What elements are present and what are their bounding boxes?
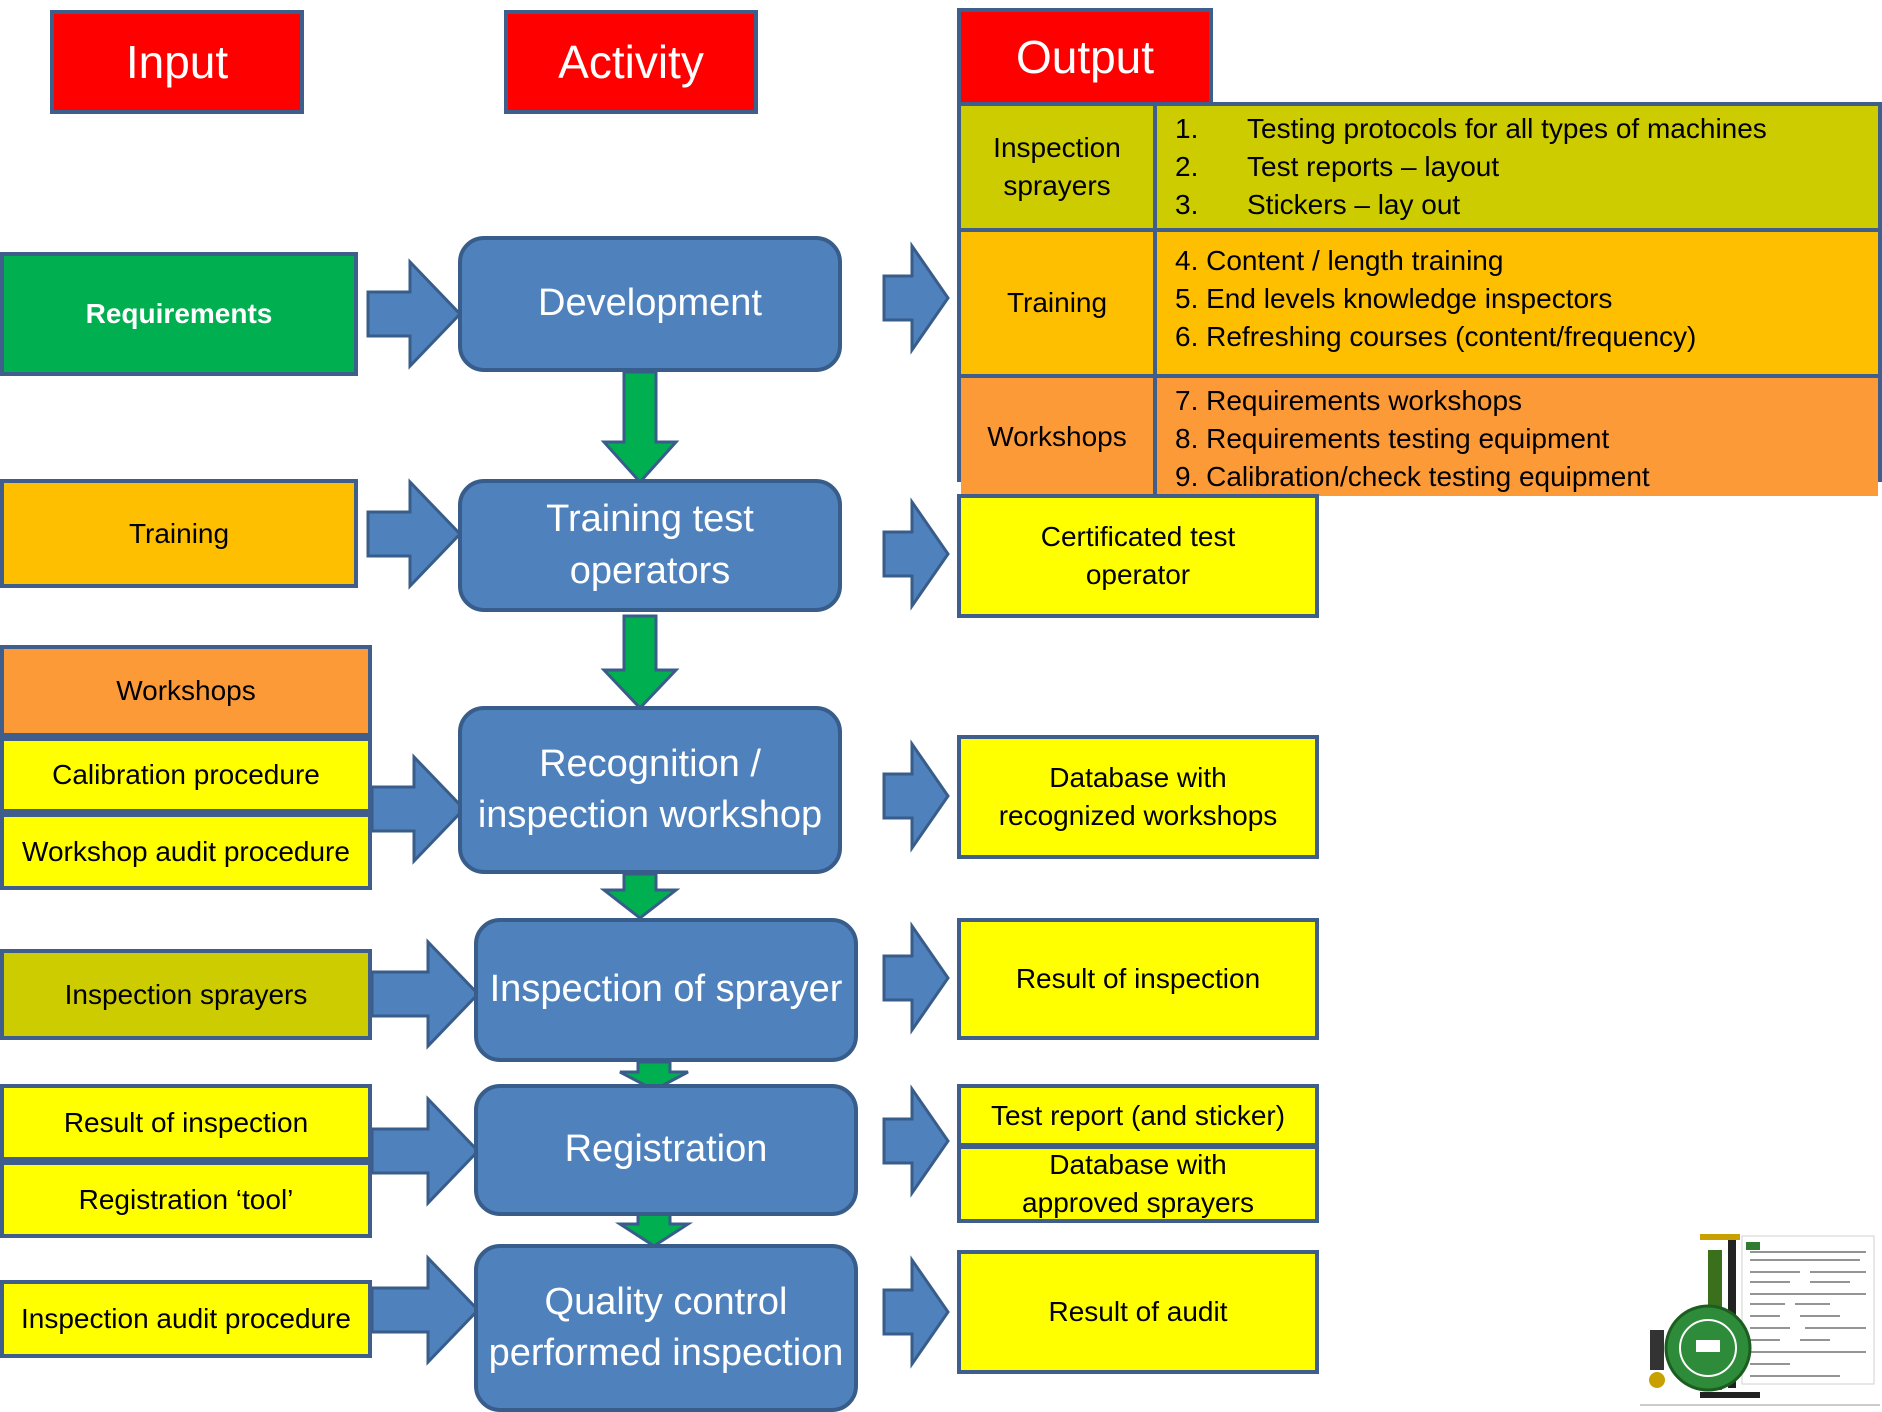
list-item: 4. Content / length training	[1175, 245, 1504, 276]
activity-registration: Registration	[474, 1084, 858, 1216]
activity-recognition: Recognition / inspection workshop	[458, 706, 842, 874]
inspection-logo-picture	[1640, 1234, 1880, 1406]
output-items-training: 4. Content / length training 5. End leve…	[1157, 232, 1878, 378]
output-result-of-audit: Result of audit	[957, 1250, 1319, 1374]
arrow-right-icon	[882, 1084, 950, 1198]
output-category-training: Training	[961, 232, 1157, 378]
arrow-right-icon	[370, 1095, 481, 1207]
arrow-right-icon	[370, 1254, 481, 1366]
input-inspection-audit-procedure: Inspection audit procedure	[0, 1280, 372, 1358]
list-item: 8. Requirements testing equipment	[1175, 423, 1610, 455]
input-inspection-sprayers: Inspection sprayers	[0, 949, 372, 1040]
input-workshop-audit-procedure: Workshop audit procedure	[0, 813, 372, 890]
list-item: 1.Testing protocols for all types of mac…	[1175, 113, 1767, 144]
input-workshops: Workshops	[0, 645, 372, 737]
output-database-approved-sprayers: Database with approved sprayers	[957, 1145, 1319, 1223]
arrow-down-icon	[600, 614, 680, 711]
activity-inspection-of-sprayer: Inspection of sprayer	[474, 918, 858, 1062]
arrow-right-icon	[366, 258, 463, 370]
arrow-right-icon	[882, 739, 950, 853]
arrow-right-icon	[882, 921, 950, 1035]
arrow-right-icon	[882, 241, 950, 355]
input-registration-tool: Registration ‘tool’	[0, 1161, 372, 1238]
input-training: Training	[0, 479, 358, 588]
activity-development: Development	[458, 236, 842, 372]
list-item: 2.Test reports – layout	[1175, 151, 1500, 183]
arrow-down-icon	[600, 370, 680, 485]
output-items-inspection-sprayers: 1.Testing protocols for all types of mac…	[1157, 106, 1878, 232]
output-category-inspection-sprayers: Inspection sprayers	[961, 106, 1157, 232]
arrow-right-icon	[882, 1255, 950, 1369]
arrow-right-icon	[370, 938, 481, 1050]
output-database-recognized-workshops: Database with recognized workshops	[957, 735, 1319, 859]
list-item: 6. Refreshing courses (content/frequency…	[1175, 321, 1697, 353]
arrow-right-icon	[366, 478, 463, 590]
activity-quality-control: Quality control performed inspection	[474, 1244, 858, 1412]
output-items-workshops: 7. Requirements workshops 8. Requirement…	[1157, 378, 1878, 497]
list-item: 7. Requirements workshops	[1175, 385, 1523, 416]
input-result-of-inspection: Result of inspection	[0, 1084, 372, 1161]
arrow-right-icon	[370, 753, 467, 865]
output-test-report-sticker: Test report (and sticker)	[957, 1084, 1319, 1147]
list-item: 3.Stickers – lay out	[1175, 189, 1461, 221]
arrow-down-icon	[599, 872, 681, 920]
activity-training-test-operators: Training test operators	[458, 479, 842, 612]
output-table: Inspection sprayers 1.Testing protocols …	[957, 102, 1882, 497]
output-header: Output	[957, 8, 1213, 106]
input-requirements: Requirements	[0, 252, 358, 376]
list-item: 5. End levels knowledge inspectors	[1175, 283, 1613, 315]
activity-header: Activity	[504, 10, 758, 114]
input-calibration-procedure: Calibration procedure	[0, 737, 372, 813]
list-item: 9. Calibration/check testing equipment	[1175, 461, 1650, 493]
arrow-right-icon	[882, 497, 950, 611]
arrow-down-icon	[619, 1060, 689, 1092]
output-certificated-test-operator: Certificated test operator	[957, 494, 1319, 618]
output-category-workshops: Workshops	[961, 378, 1157, 497]
input-header: Input	[50, 10, 304, 114]
output-result-of-inspection: Result of inspection	[957, 918, 1319, 1040]
